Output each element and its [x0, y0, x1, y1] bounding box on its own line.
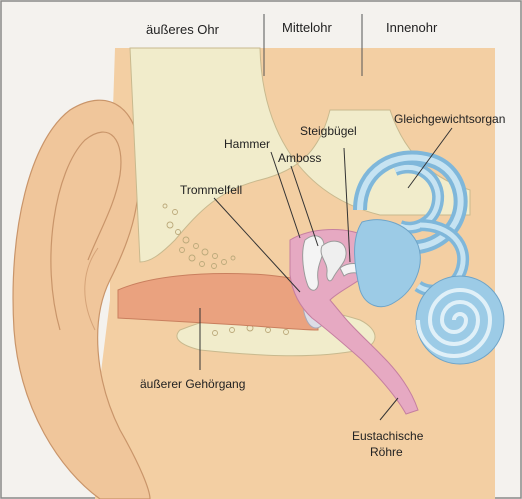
- label-hammer: Hammer: [224, 137, 270, 151]
- header-outer-ear: äußeres Ohr: [146, 22, 220, 37]
- label-trommelfell: Trommelfell: [180, 183, 242, 197]
- header-inner-ear: Innenohr: [386, 20, 438, 35]
- header-middle-ear: Mittelohr: [282, 20, 333, 35]
- label-eustachische-1: Eustachische: [352, 429, 424, 443]
- label-amboss: Amboss: [278, 151, 321, 165]
- label-steigbuegel: Steigbügel: [300, 124, 357, 138]
- label-eustachische-2: Röhre: [370, 445, 403, 459]
- label-gehoergang: äußerer Gehörgang: [140, 377, 245, 391]
- label-gleichgewichtsorgan: Gleichgewichtsorgan: [394, 112, 505, 126]
